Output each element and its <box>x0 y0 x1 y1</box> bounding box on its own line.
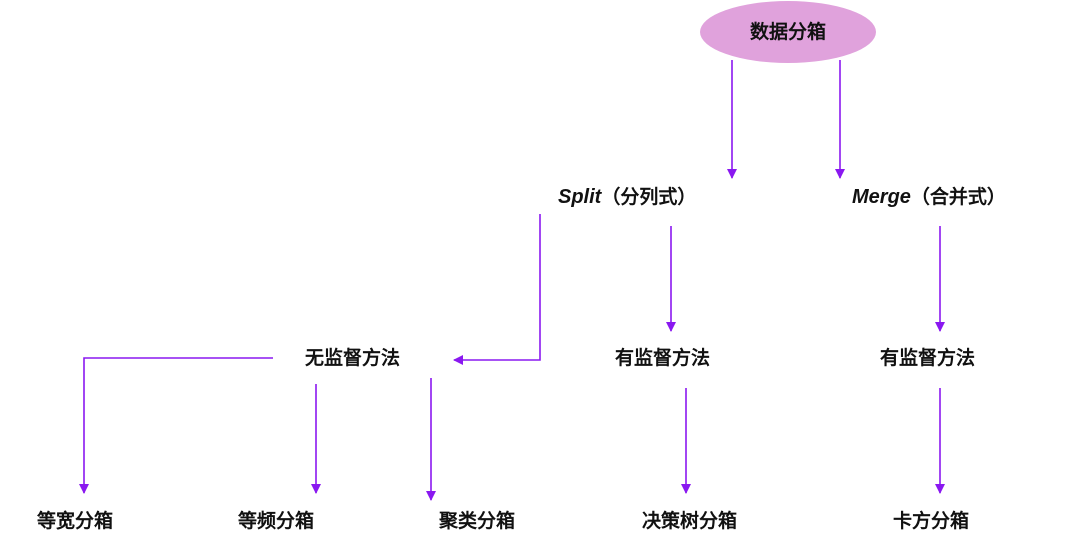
supervised-method-node-split: 有监督方法 <box>615 347 711 369</box>
equal-frequency-binning-node: 等频分箱 <box>238 510 315 532</box>
supervised-method-node-merge: 有监督方法 <box>880 347 976 369</box>
split-node: Split（分列式） <box>558 185 696 209</box>
merge-node-zh: （合并式） <box>910 186 1006 208</box>
split-node-en: Split <box>558 186 602 208</box>
root-node-shape <box>700 1 876 63</box>
chi-square-binning-node: 卡方分箱 <box>893 510 970 532</box>
cluster-binning-node: 聚类分箱 <box>439 510 516 532</box>
merge-node: Merge（合并式） <box>852 185 1006 209</box>
decision-tree-binning-node: 决策树分箱 <box>642 510 738 532</box>
root-node-label: 数据分箱 <box>749 21 826 43</box>
split-node-zh: （分列式） <box>601 186 697 208</box>
edge-split-to-unsupervised <box>453 214 541 365</box>
edge-unsupervised-to-equal-width <box>79 357 273 494</box>
equal-width-binning-node: 等宽分箱 <box>37 510 114 532</box>
unsupervised-method-node: 无监督方法 <box>305 347 401 369</box>
merge-node-en: Merge <box>852 186 911 208</box>
